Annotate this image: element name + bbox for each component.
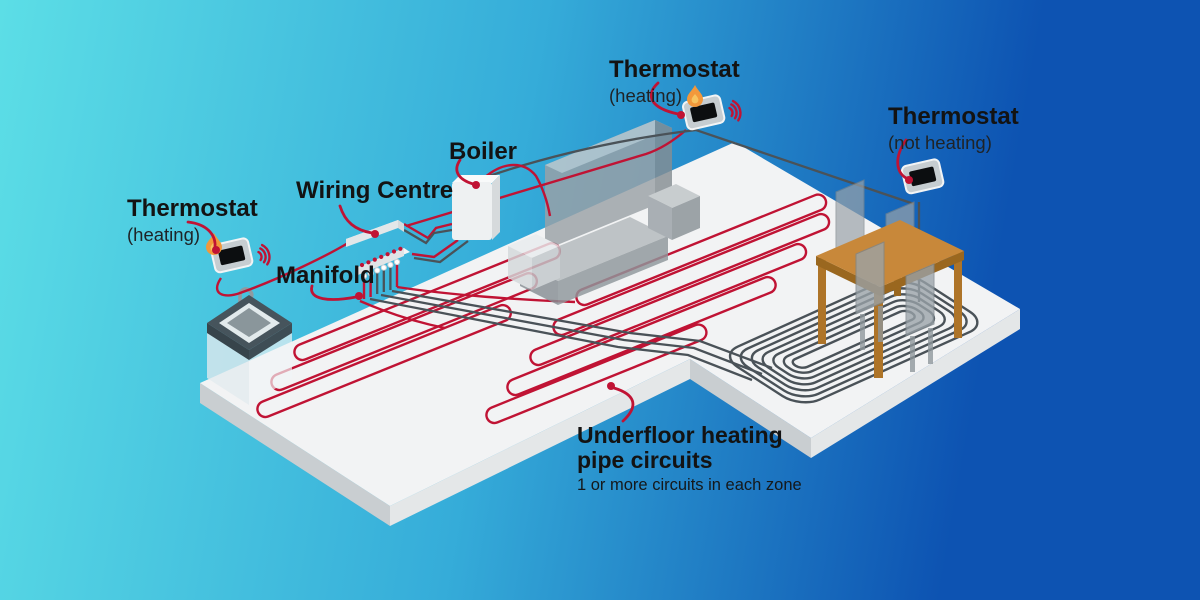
- pipe-boiler-top: [483, 163, 552, 217]
- pointer-thermostat-left: [186, 220, 217, 249]
- sofa: [508, 120, 700, 305]
- label-thermostat-top: Thermostat (heating): [609, 57, 740, 106]
- pointer-thermostat-right: [896, 138, 908, 180]
- sink-unit: [207, 287, 292, 405]
- thermostat-device-right: [900, 158, 945, 195]
- thermostat-screen: [218, 245, 246, 266]
- thermostat-screen: [909, 166, 937, 187]
- wire-wiring-centre-to-boiler-2: [403, 228, 453, 245]
- wiring-runs: [215, 128, 921, 302]
- near-chairs: [855, 241, 935, 372]
- thermostat-device-left: [209, 237, 254, 274]
- label-note: 1 or more circuits in each zone: [577, 475, 802, 494]
- pointer-manifold: [310, 284, 358, 301]
- label-title: Wiring Centre: [296, 177, 454, 204]
- wire-wiring-centre-to-boiler: [403, 222, 453, 240]
- heating-zone-middle-circuits: [484, 192, 831, 425]
- label-state: (heating): [127, 223, 201, 245]
- pointer-thermostat-top: [649, 81, 680, 116]
- pointer-boiler: [455, 158, 475, 186]
- flame-icon: [687, 85, 703, 107]
- wire-thermostat-top-to-wiring-centre: [405, 129, 687, 228]
- label-title-line1: Underfloor heating: [577, 422, 783, 448]
- label-wiring-centre: Wiring Centre: [296, 178, 453, 204]
- label-thermostat-right: Thermostat (not heating): [888, 104, 1019, 153]
- pipe-boiler-to-manifold-2: [413, 240, 469, 264]
- label-title: Manifold: [276, 262, 375, 289]
- label-state: (heating): [609, 84, 683, 106]
- thermostat-screen: [690, 102, 718, 123]
- wifi-icon: [728, 99, 742, 122]
- wire-thermostat-left-to-wiring-centre: [215, 241, 349, 297]
- pointer-underfloor: [612, 386, 635, 423]
- label-title-line2: pipe circuits: [577, 446, 713, 473]
- label-title: Thermostat: [888, 103, 1019, 130]
- label-thermostat-left: Thermostat (heating): [127, 196, 258, 245]
- wire-to-thermostat-right: [485, 128, 915, 206]
- manifold-valves: [359, 246, 403, 268]
- pointer-arrows: [186, 81, 913, 423]
- label-title: Boiler: [449, 138, 518, 165]
- label-manifold: Manifold: [276, 263, 375, 289]
- label-boiler: Boiler: [449, 139, 517, 165]
- pointer-wiring-centre: [338, 204, 374, 235]
- label-underfloor-heating: Underfloor heating pipe circuits 1 or mo…: [577, 423, 802, 494]
- label-title: Thermostat: [609, 56, 740, 83]
- manifold-unit: [358, 246, 410, 299]
- pipe-boiler-to-manifold: [411, 239, 459, 259]
- label-title: Thermostat: [127, 195, 258, 222]
- label-state: (not heating): [888, 131, 992, 153]
- pipe-bundle: [359, 285, 773, 382]
- wifi-icon: [257, 243, 271, 266]
